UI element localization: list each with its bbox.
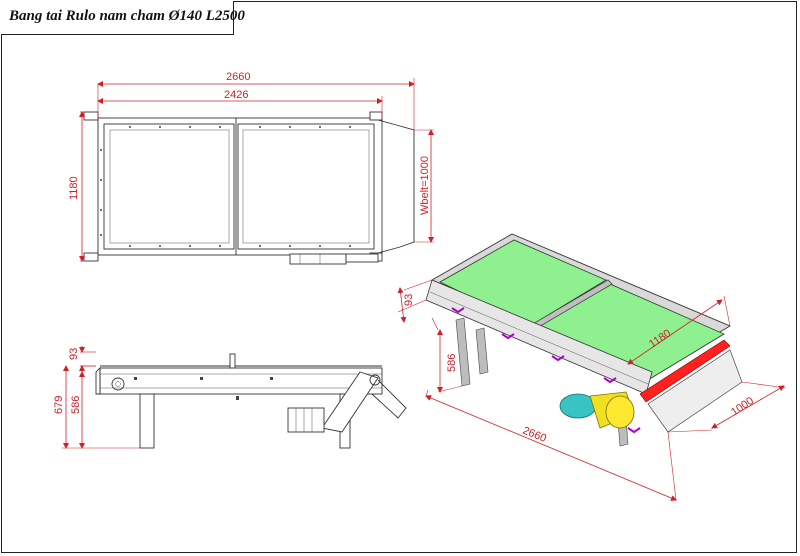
- dim-top-width: 1180: [68, 176, 80, 200]
- dim-iso-length: 2660: [521, 425, 548, 445]
- dim-iso-belt: 1000: [729, 395, 756, 419]
- top-view-left-panel: [103, 123, 235, 250]
- side-view-frame: [99, 367, 383, 395]
- iso-view: 93 586 2660 1180 1000: [397, 233, 787, 501]
- dim-side-frame-height: 586: [70, 396, 82, 414]
- iso-front-rail: [425, 279, 653, 395]
- dim-top-total-length: 2660: [226, 71, 250, 83]
- top-view-motor: [289, 253, 347, 265]
- dim-side-overall-height: 679: [53, 396, 65, 414]
- top-view: 2660 2426 1180 Wbelt=1000: [68, 71, 434, 265]
- top-view-head-roller: [377, 119, 415, 254]
- top-view-frame: [97, 117, 383, 256]
- dim-belt-width: Wbelt=1000: [419, 156, 431, 215]
- side-view-leg-left: [139, 393, 155, 449]
- dim-top-frame-length: 2426: [224, 89, 248, 101]
- dim-side-top: 93: [68, 348, 80, 360]
- side-view-tail-roller: [111, 377, 125, 391]
- dim-iso-top: 93: [403, 294, 415, 306]
- title-block: Bang tai Rulo nam cham Ø140 L2500: [1, 1, 245, 35]
- side-view: 93 679 586: [53, 346, 407, 449]
- side-view-motor: [287, 407, 325, 433]
- top-view-right-panel: [237, 123, 375, 250]
- drawing-title: Bang tai Rulo nam cham Ø140 L2500: [9, 8, 245, 24]
- side-view-magnet-roller-housing: [321, 371, 379, 433]
- dim-iso-frame-height: 586: [446, 354, 458, 372]
